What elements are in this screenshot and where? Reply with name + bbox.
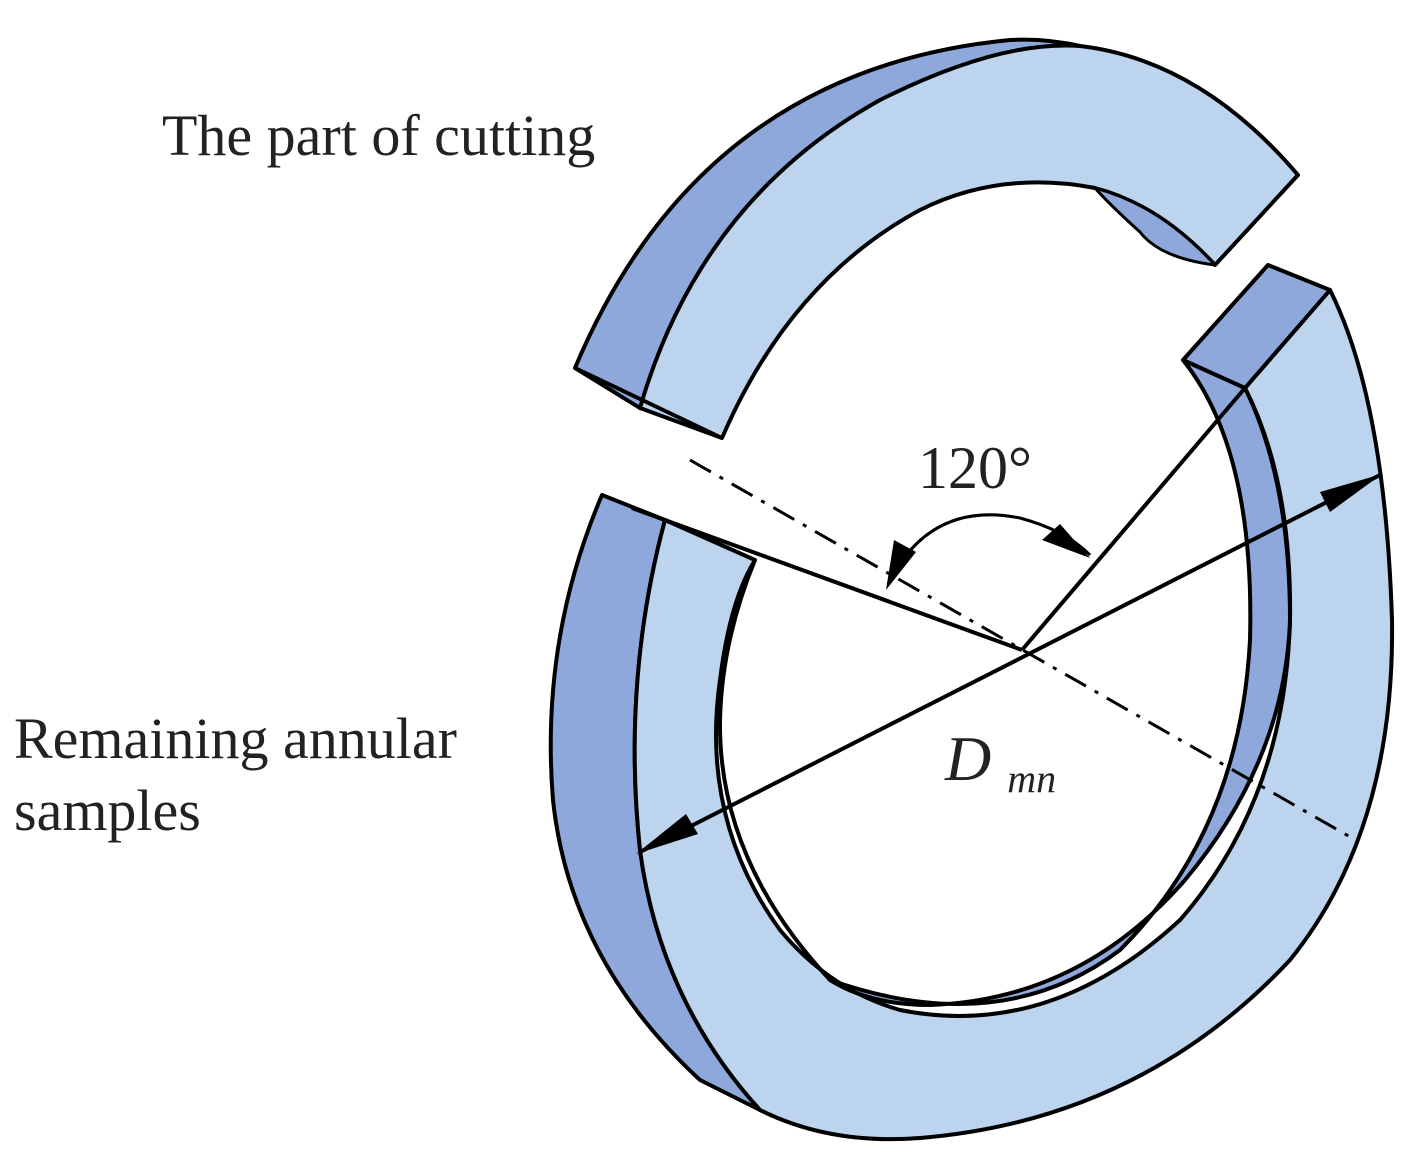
diameter-line [639,472,1383,854]
diameter-arrow-lower [636,814,698,854]
ring-outer-edge-line [1243,387,1292,621]
label-diameter-sub: mn [1007,756,1056,801]
label-cut-part: The part of cutting [162,103,595,168]
angle-arrow-left [886,540,916,590]
cut-part-front-face [638,43,1300,440]
label-remaining-line2: samples [14,778,201,843]
radial-line-right [1020,386,1247,652]
label-remaining-line1: Remaining annular [14,706,457,771]
label-diameter-symbol: D mn [944,723,1056,801]
angle-arrow-right [1042,524,1090,558]
ring-cut-end-face [1181,263,1332,390]
ring-front-face [632,288,1395,1142]
remaining-ring-shape [548,263,1395,1142]
cut-part-left-end-edge [574,366,723,440]
radial-line-left [631,506,1023,652]
cut-part-shape [573,37,1300,440]
dash-dot-centerline [689,458,1353,840]
diameter-arrow-upper [1320,474,1382,512]
label-diameter-main: D [944,723,991,794]
dimension-lines [631,386,1383,854]
ring-inner-edge-left [717,559,832,982]
label-angle: 120° [918,435,1032,501]
ring-inner-bore-face [828,358,1293,1007]
cut-part-inner-end [1093,186,1217,267]
